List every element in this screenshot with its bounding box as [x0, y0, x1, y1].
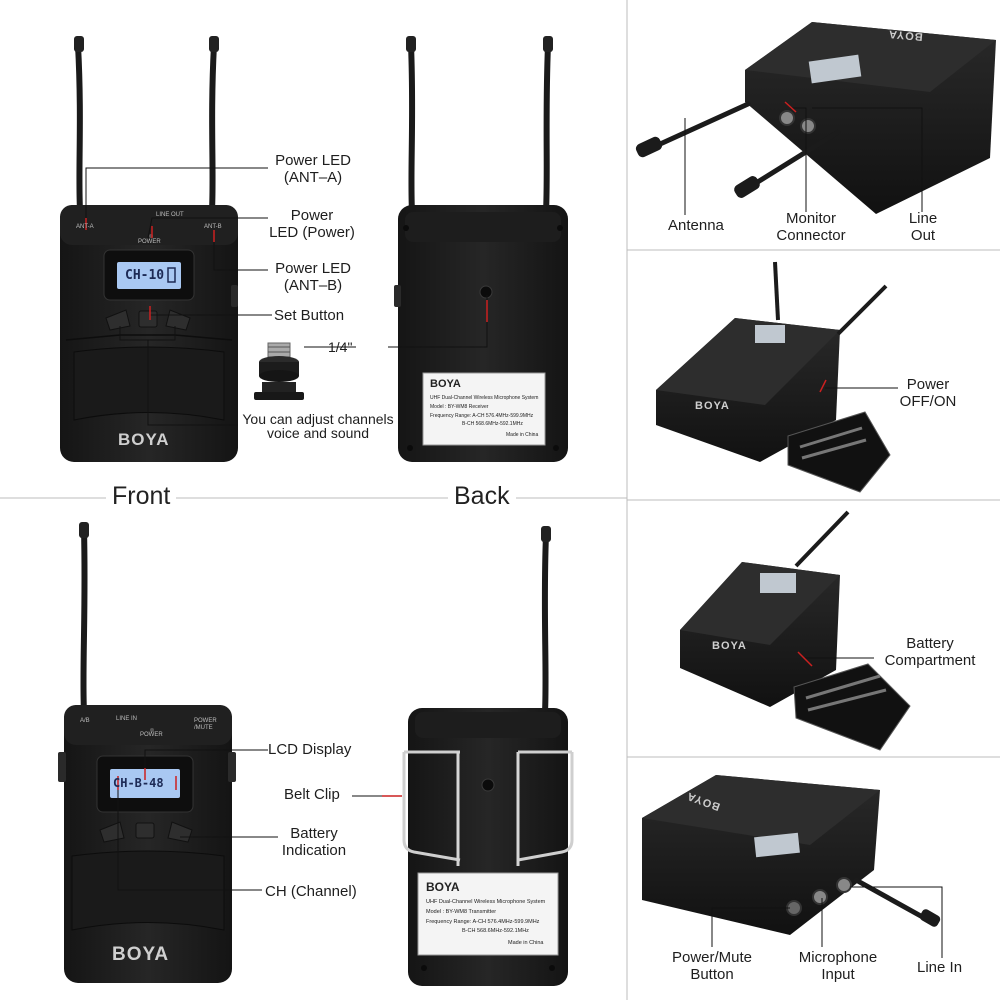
callout-power-led-power: Power LED (Power) [269, 207, 355, 241]
callout-microphone-input: Microphone Input [798, 949, 878, 983]
tx-sticker-line4: B-CH 568.6MHz-592.1MHz [462, 928, 529, 934]
antenna-left [75, 42, 83, 213]
tx-set-button[interactable] [135, 822, 155, 839]
tx-sticker-brand: BOYA [426, 880, 460, 894]
callout-line-in: Line In [917, 959, 963, 976]
iso-receiver-battery-brand: BOYA [695, 400, 730, 412]
leader-lines [85, 107, 943, 958]
iso-receiver-battery [656, 261, 891, 493]
iso-transmitter-battery [680, 510, 911, 751]
pointer-accents [85, 101, 827, 797]
back-label: Back [448, 482, 516, 510]
belt-clip-wire-left [402, 752, 461, 862]
rx-power-label: POWER [138, 239, 161, 245]
callout-set-button: Set Button [274, 307, 345, 324]
tx-ab-label: A/B [80, 718, 90, 724]
rx-ant-a-label: ANT-A [76, 224, 94, 230]
battery-icon [167, 267, 176, 283]
tx-sticker-line3: Frequency Range: A-CH 576.4MHz-599.9MHz [426, 919, 540, 925]
tx-sticker-line5: Made in China [508, 940, 544, 946]
belt-clip-wire-right [517, 752, 574, 862]
tx-line-in-label: LINE IN [116, 716, 138, 722]
callout-power-led-ant-a: Power LED (ANT–A) [275, 152, 351, 186]
lcd-screen [117, 262, 181, 289]
tx-spec-sticker [417, 872, 559, 956]
callout-power-led-ant-b: Power LED (ANT–B) [275, 260, 351, 294]
spec-sticker [422, 372, 546, 446]
callout-battery-indication: Battery Indication [281, 825, 347, 859]
rx-sticker-line1: UHF Dual-Channel Wireless Microphone Sys… [430, 395, 539, 401]
rx-sticker-brand: BOYA [430, 378, 461, 390]
receiver-lcd-text: CH-10 [125, 268, 165, 283]
tx-sticker-line1: UHF Dual-Channel Wireless Microphone Sys… [426, 899, 546, 905]
callout-antenna: Antenna [668, 217, 724, 234]
rx-sticker-line2: Model : BY-WM8 Receiver [430, 404, 489, 410]
tx-sticker-line2: Model : BY-WM8 Transmitter [426, 909, 497, 915]
callout-line-out: Line Out [908, 210, 938, 244]
callout-quarter-inch: 1/4" [328, 339, 353, 355]
callout-ch-channel: CH (Channel) [265, 883, 357, 900]
receiver-front-device [60, 36, 238, 462]
callout-power-mute-button: Power/Mute Button [671, 949, 753, 983]
transmitter-brand: BOYA [112, 944, 170, 965]
transmitter-front-device [58, 522, 236, 983]
callout-monitor-connector: Monitor Connector [776, 210, 846, 244]
iso-transmitter-top [642, 775, 941, 935]
tx-power-label: POWER [140, 732, 163, 738]
iso-receiver-top [635, 22, 996, 214]
tx-lcd-screen [110, 769, 180, 798]
left-arrow-button[interactable] [105, 309, 131, 331]
rx-ant-b-label: ANT-B [204, 224, 222, 230]
iso-transmitter-battery-brand: BOYA [712, 640, 747, 652]
transmitter-lcd-text: CH-B-48 [113, 776, 164, 790]
rx-sticker-line5: Made in China [506, 432, 539, 438]
receiver-brand: BOYA [118, 430, 170, 449]
set-button[interactable] [138, 310, 158, 328]
shoe-mount-adapter [254, 342, 304, 400]
callout-power-off-on: Power OFF/ON [899, 376, 957, 410]
transmitter-back-device [402, 526, 574, 986]
antenna-right [209, 42, 217, 213]
rx-sticker-line4: B-CH 568.6MHz-592.1MHz [462, 421, 523, 427]
callout-battery-compartment: Battery Compartment [884, 635, 976, 669]
callout-belt-clip: Belt Clip [284, 786, 340, 803]
receiver-back-device [394, 36, 568, 462]
front-label: Front [106, 482, 177, 510]
callout-lcd-display: LCD Display [268, 741, 352, 758]
rx-line-out-label: LINE OUT [156, 212, 184, 218]
rx-sticker-line3: Frequency Range: A-CH 576.4MHz-599.9MHz [430, 413, 534, 419]
tx-power-mute-label: POWER /MUTE [194, 718, 217, 731]
callout-adjust-channels: You can adjust channels voice and sound [242, 411, 394, 441]
